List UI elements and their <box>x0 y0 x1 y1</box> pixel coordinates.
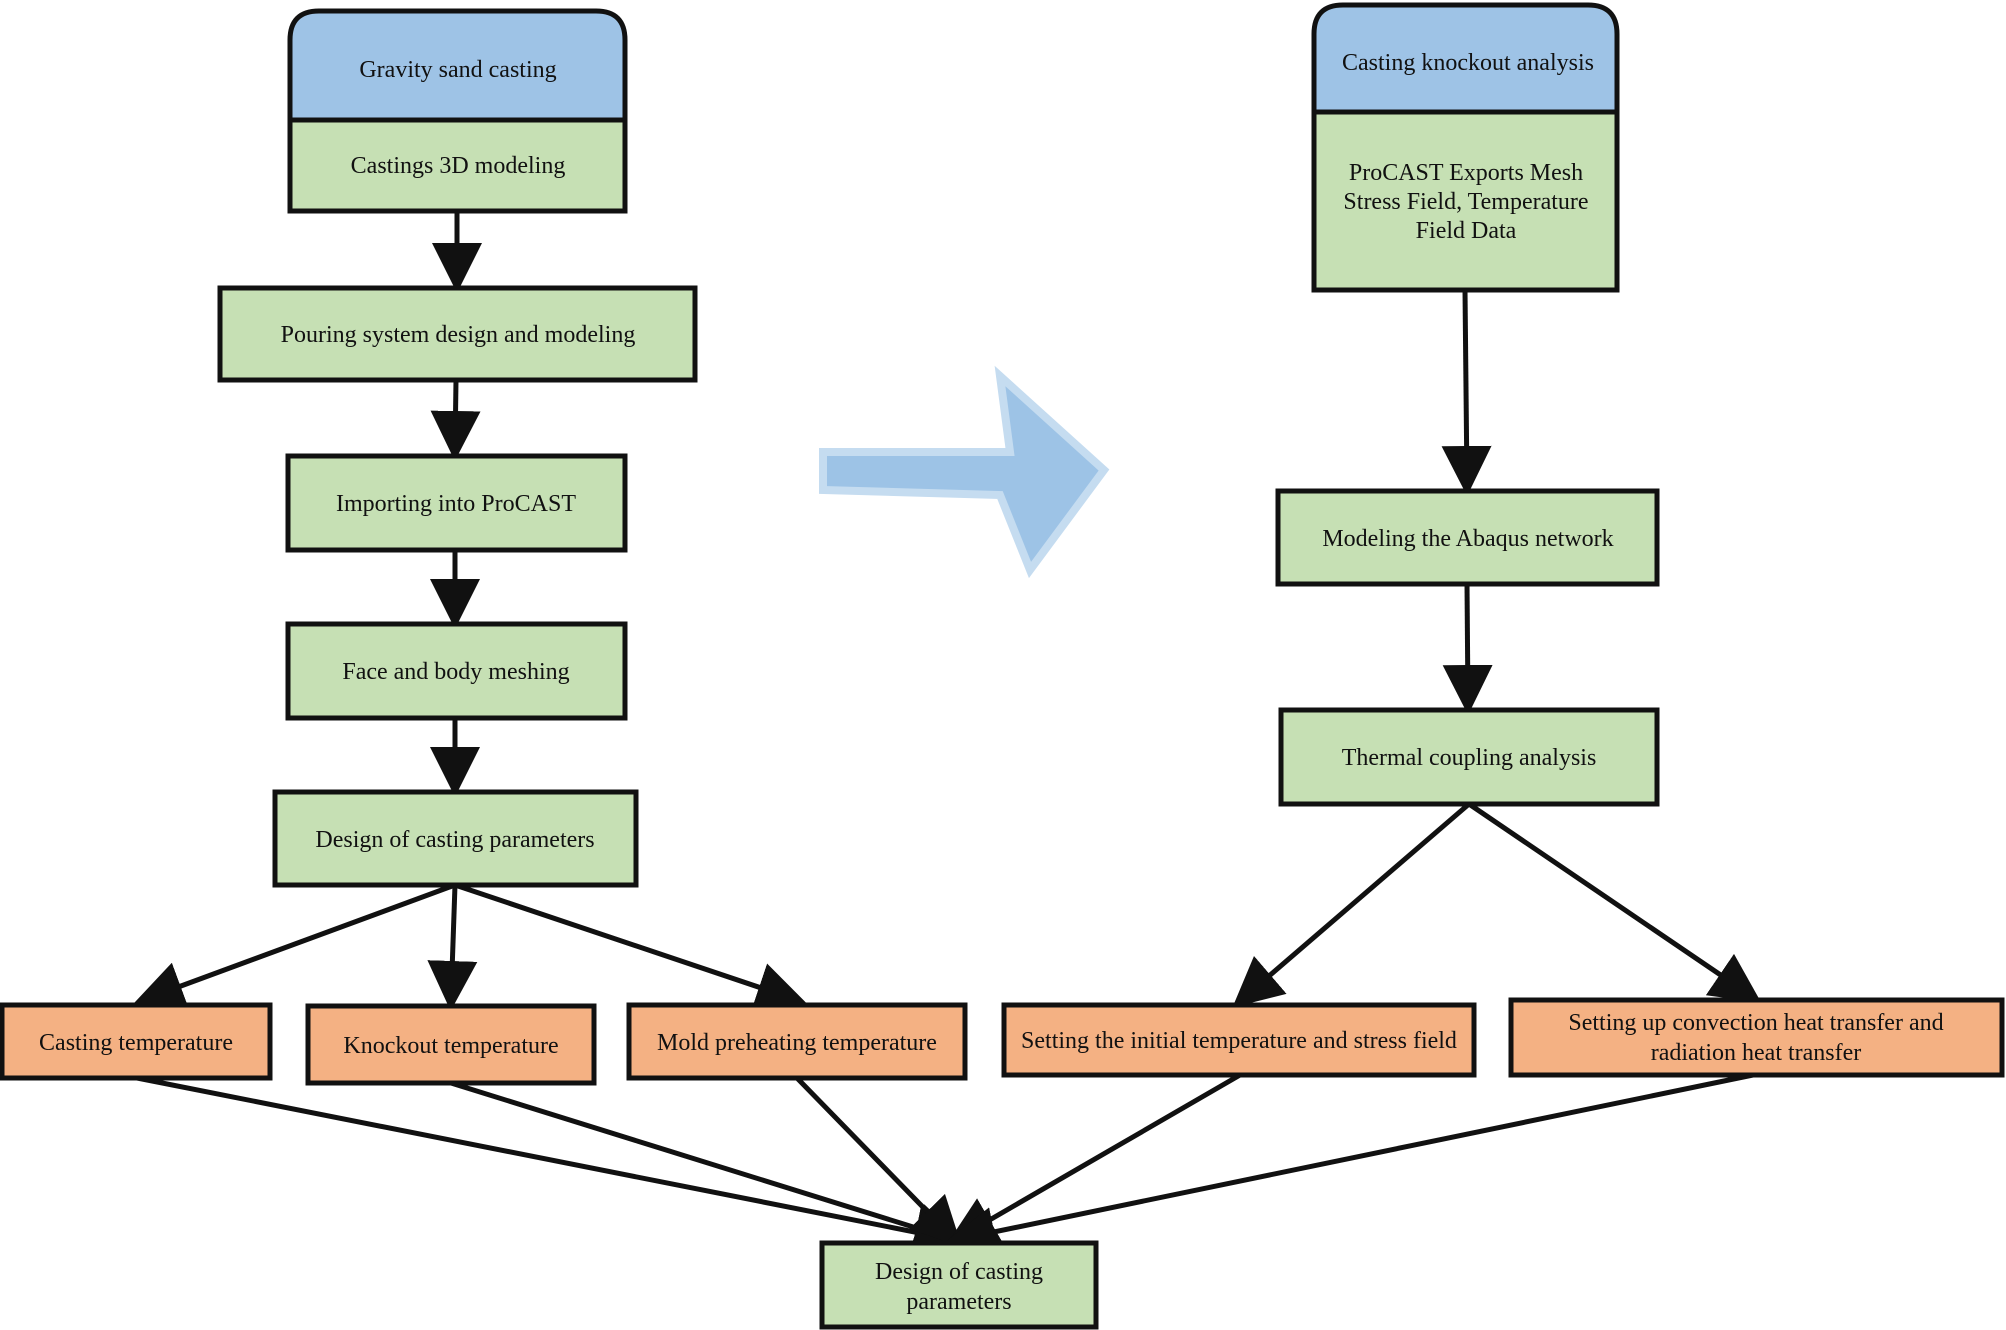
arrow-design-to-knockout-temp <box>427 884 478 1011</box>
casting-temperature-box: Casting temperature <box>0 1002 273 1081</box>
knockout-temperature-label: Knockout temperature <box>343 1033 558 1059</box>
mold-preheating-label: Mold preheating temperature <box>657 1030 937 1056</box>
arrow-thermal-to-convection <box>1467 801 1762 1003</box>
right-header-title: Casting knockout analysis <box>1342 50 1594 76</box>
abaqus-network-box: Modeling the Abaqus network <box>1275 488 1660 587</box>
final-design-box: Design of casting parameters <box>819 1240 1099 1330</box>
final-design-line-1: Design of casting <box>875 1259 1043 1285</box>
arrow-design-to-casting-temp <box>133 882 456 1010</box>
connectors <box>133 211 1762 1257</box>
thermal-coupling-box: Thermal coupling analysis <box>1278 707 1660 807</box>
convection-radiation-line-2: radiation heat transfer <box>1651 1040 1862 1066</box>
castings-3d-modeling-box: Castings 3D modeling <box>287 117 628 214</box>
left-header-title: Gravity sand casting <box>359 57 556 83</box>
design-casting-parameters-box: Design of casting parameters <box>272 789 639 888</box>
left-header-card: Gravity sand casting <box>287 8 628 123</box>
procast-export-box: ProCAST Exports Mesh Stress Field, Tempe… <box>1311 109 1620 293</box>
procast-export-line-2: Stress Field, Temperature <box>1343 189 1588 215</box>
arrow-mold-preheat-to-final <box>795 1076 962 1248</box>
procast-export-line-3: Field Data <box>1416 218 1517 244</box>
arrow-pouring-to-importing <box>430 379 481 461</box>
pouring-system-label: Pouring system design and modeling <box>281 322 636 348</box>
arrow-design-to-mold-preheat <box>454 882 807 1011</box>
arrow-abaqus-to-thermal <box>1442 583 1493 715</box>
mold-preheating-box: Mold preheating temperature <box>626 1002 968 1081</box>
arrow-export-to-abaqus <box>1441 289 1492 496</box>
abaqus-network-label: Modeling the Abaqus network <box>1322 526 1613 552</box>
arrow-casting-temp-to-final <box>136 1075 965 1257</box>
knockout-temperature-box: Knockout temperature <box>305 1003 597 1086</box>
pouring-system-box: Pouring system design and modeling <box>217 285 698 383</box>
casting-temperature-label: Casting temperature <box>39 1030 233 1056</box>
design-casting-parameters-label: Design of casting parameters <box>315 827 594 853</box>
convection-radiation-line-1: Setting up convection heat transfer and <box>1568 1010 1943 1036</box>
arrow-convection-to-final <box>945 1072 1754 1257</box>
importing-procast-box: Importing into ProCAST <box>285 453 628 553</box>
convection-radiation-box: Setting up convection heat transfer and … <box>1508 997 2005 1078</box>
chevron-right-arrow-icon <box>819 365 1110 579</box>
arrow-initial-field-to-final <box>946 1072 1242 1246</box>
face-body-meshing-box: Face and body meshing <box>285 621 628 721</box>
initial-field-box: Setting the initial temperature and stre… <box>1001 1002 1477 1078</box>
right-header-card: Casting knockout analysis <box>1311 2 1620 115</box>
arrow-knockout-temp-to-final <box>450 1080 965 1252</box>
castings-3d-modeling-label: Castings 3D modeling <box>351 153 566 179</box>
face-body-meshing-label: Face and body meshing <box>342 659 569 685</box>
initial-field-label: Setting the initial temperature and stre… <box>1021 1028 1457 1054</box>
importing-procast-label: Importing into ProCAST <box>336 491 576 517</box>
arrow-thermal-to-initial-field <box>1232 802 1471 1008</box>
procast-export-line-1: ProCAST Exports Mesh <box>1349 160 1583 186</box>
final-design-line-2: parameters <box>906 1289 1011 1315</box>
thermal-coupling-label: Thermal coupling analysis <box>1342 745 1597 771</box>
